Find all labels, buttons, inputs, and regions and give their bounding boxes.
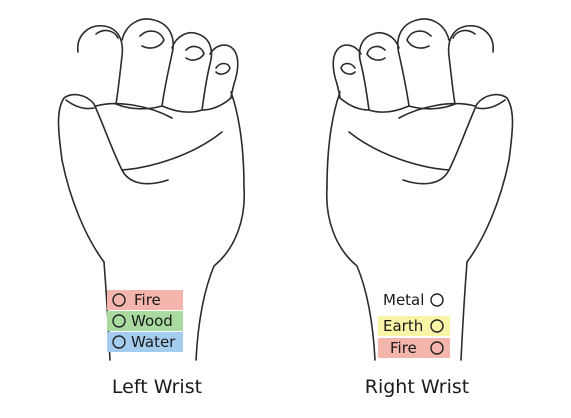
left-wrist-points: Fire Wood Water	[107, 290, 183, 352]
left-label-fire: Fire	[134, 291, 161, 309]
left-hand-illustration	[57, 18, 246, 361]
right-pulse-point-fire: Fire	[378, 338, 450, 358]
right-hand-illustration	[325, 18, 514, 361]
left-label-water: Water	[131, 333, 176, 351]
right-pulse-circle-fire	[430, 341, 444, 355]
left-pulse-circle-water	[112, 335, 126, 349]
right-wrist-points: Metal Earth Fire	[378, 290, 450, 358]
left-band-fire	[107, 290, 183, 310]
right-band-metal	[378, 290, 450, 310]
left-band-water	[107, 332, 183, 352]
right-band-earth	[378, 316, 450, 336]
left-label-wood: Wood	[131, 312, 173, 330]
left-pulse-point-fire: Fire	[107, 290, 183, 310]
right-band-fire	[378, 338, 450, 358]
right-pulse-circle-earth	[430, 319, 444, 333]
left-wrist-caption: Left Wrist	[112, 376, 202, 398]
left-band-wood	[107, 311, 183, 331]
right-wrist-caption: Right Wrist	[365, 376, 469, 398]
right-label-earth: Earth	[383, 317, 423, 335]
right-pulse-point-earth: Earth	[378, 316, 450, 336]
right-label-metal: Metal	[383, 291, 424, 309]
right-pulse-circle-metal	[430, 293, 444, 307]
left-pulse-circle-fire	[112, 293, 126, 307]
left-pulse-point-wood: Wood	[107, 311, 183, 331]
right-label-fire: Fire	[390, 339, 417, 357]
left-pulse-point-water: Water	[107, 332, 183, 352]
right-pulse-point-metal: Metal	[378, 290, 450, 310]
left-pulse-circle-wood	[112, 314, 126, 328]
